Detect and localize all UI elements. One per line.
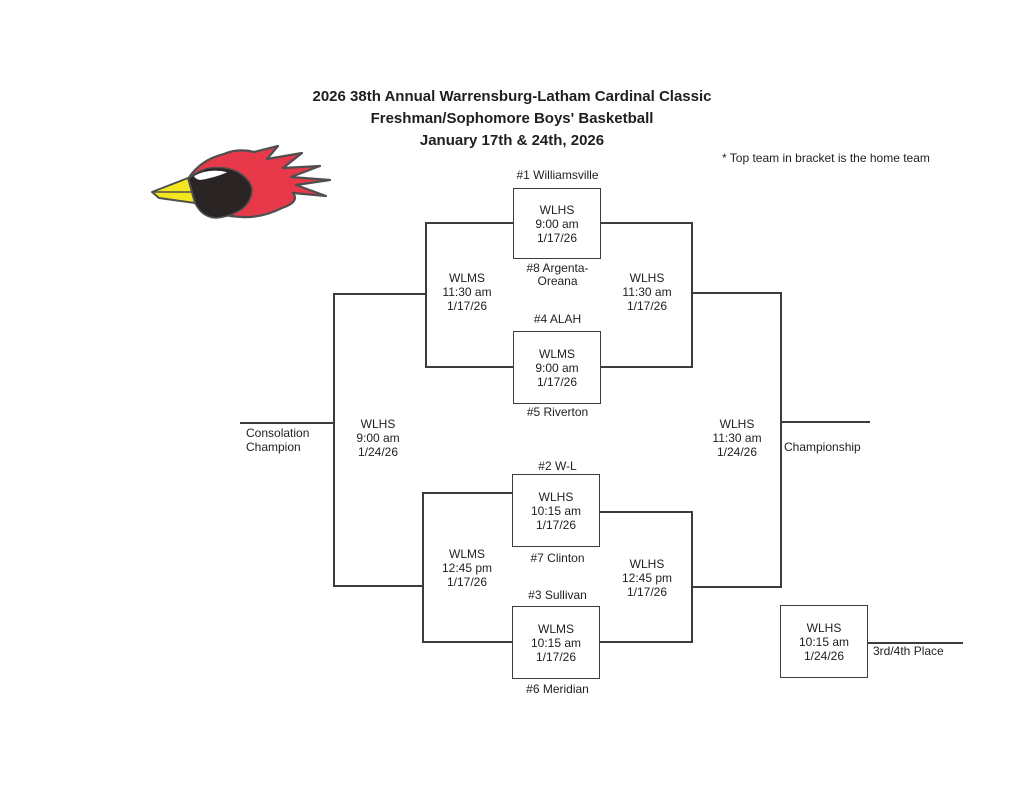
game1-site: WLHS [539, 202, 575, 217]
third-place-line [868, 642, 963, 644]
seed-label-7: #7 Clinton [530, 551, 585, 565]
connector-g1-right [601, 222, 692, 224]
game3-box: WLHS 10:15 am 1/17/26 [512, 474, 600, 547]
seed-label-3: #3 Sullivan [528, 588, 587, 602]
home-team-note: * Top team in bracket is the home team [722, 151, 930, 165]
connector-consolation-top-advance [333, 293, 425, 295]
game1-time: 9:00 am [535, 216, 579, 231]
game2-box: WLMS 9:00 am 1/17/26 [513, 331, 601, 404]
connector-consolation-final [333, 293, 335, 587]
connector-championship-semi-top [691, 222, 693, 368]
championship-semi-top-info: WLHS 11:30 am 1/17/26 [602, 271, 692, 313]
seed-label-4: #4 ALAH [533, 312, 582, 326]
championship-label: Championship [784, 440, 861, 454]
title-line-3: January 17th & 24th, 2026 [419, 132, 605, 149]
championship-semi-bottom-date: 1/17/26 [626, 585, 668, 599]
game3-site: WLHS [538, 489, 574, 504]
title-line-1: 2026 38th Annual Warrensburg-Latham Card… [312, 88, 712, 105]
game4-site: WLMS [538, 621, 574, 636]
cardinal-head-logo [151, 144, 332, 219]
championship-semi-bottom-site: WLHS [629, 557, 665, 571]
connector-g2-right [601, 366, 692, 368]
consolation-semi-bottom-date: 1/17/26 [446, 575, 488, 589]
championship-final-time: 11:30 am [712, 431, 762, 445]
championship-final-info: WLHS 11:30 am 1/24/26 [692, 417, 782, 459]
connector-consolation-semi-top [425, 222, 427, 368]
cardinal-eye [194, 170, 228, 180]
page-title: 2026 38th Annual Warrensburg-Latham Card… [0, 86, 1024, 152]
game1-box: WLHS 9:00 am 1/17/26 [513, 188, 601, 259]
third-place-date: 1/24/26 [803, 648, 845, 663]
consolation-semi-top-site: WLMS [449, 271, 485, 285]
consolation-champion-label: Consolation Champion [246, 426, 310, 454]
connector-g3-right [600, 511, 692, 513]
championship-semi-bottom-time: 12:45 pm [621, 571, 673, 585]
consolation-final-date: 1/24/26 [357, 445, 399, 459]
third-place-site: WLHS [806, 620, 842, 635]
game2-site: WLMS [539, 346, 575, 361]
connector-g4-right [600, 641, 692, 643]
consolation-champion-line [240, 422, 333, 424]
connector-g1-left [425, 222, 513, 224]
consolation-final-site: WLHS [360, 417, 396, 431]
consolation-semi-bottom-info: WLMS 12:45 pm 1/17/26 [422, 547, 512, 589]
championship-semi-top-time: 11:30 am [622, 285, 672, 299]
consolation-semi-bottom-site: WLMS [449, 547, 485, 561]
consolation-final-info: WLHS 9:00 am 1/24/26 [333, 417, 423, 459]
seed-label-2: #2 W-L [538, 459, 577, 473]
connector-championship-semi-bottom [691, 511, 693, 643]
game2-date: 1/17/26 [536, 374, 578, 389]
game4-box: WLMS 10:15 am 1/17/26 [512, 606, 600, 679]
championship-line [780, 421, 870, 423]
connector-g2-left [425, 366, 513, 368]
consolation-semi-bottom-time: 12:45 pm [441, 561, 493, 575]
cardinal-mask-shape [187, 166, 253, 219]
third-place-time: 10:15 am [798, 634, 850, 649]
connector-championship-bottom-advance [691, 586, 781, 588]
seed-label-6: #6 Meridian [526, 682, 589, 696]
seed-label-5: #5 Riverton [526, 405, 589, 419]
connector-championship-top-advance [691, 292, 781, 294]
connector-consolation-bottom-advance [333, 585, 422, 587]
seed-label-1: #1 Williamsville [516, 168, 599, 182]
connector-championship-final [780, 292, 782, 588]
consolation-final-time: 9:00 am [356, 431, 400, 445]
connector-g4-left [422, 641, 512, 643]
connector-consolation-semi-bottom [422, 492, 424, 643]
game4-date: 1/17/26 [535, 649, 577, 664]
title-line-2: Freshman/Sophomore Boys' Basketball [370, 110, 654, 127]
championship-semi-bottom-info: WLHS 12:45 pm 1/17/26 [602, 557, 692, 599]
cardinal-brow-line [205, 168, 230, 173]
championship-final-site: WLHS [719, 417, 755, 431]
third-place-label: 3rd/4th Place [873, 644, 944, 658]
seed-label-8: #8 Argenta-Oreana [526, 261, 589, 288]
third-place-box: WLHS 10:15 am 1/24/26 [780, 605, 868, 678]
game4-time: 10:15 am [530, 635, 582, 650]
consolation-semi-top-date: 1/17/26 [446, 299, 488, 313]
cardinal-beak [151, 177, 196, 204]
game3-time: 10:15 am [530, 503, 582, 518]
championship-semi-top-site: WLHS [629, 271, 665, 285]
game3-date: 1/17/26 [535, 517, 577, 532]
consolation-semi-top-time: 11:30 am [442, 285, 492, 299]
game2-time: 9:00 am [535, 360, 579, 375]
consolation-semi-top-info: WLMS 11:30 am 1/17/26 [422, 271, 512, 313]
game1-date: 1/17/26 [536, 230, 578, 245]
championship-semi-top-date: 1/17/26 [626, 299, 668, 313]
championship-final-date: 1/24/26 [716, 445, 758, 459]
connector-g3-left [422, 492, 512, 494]
